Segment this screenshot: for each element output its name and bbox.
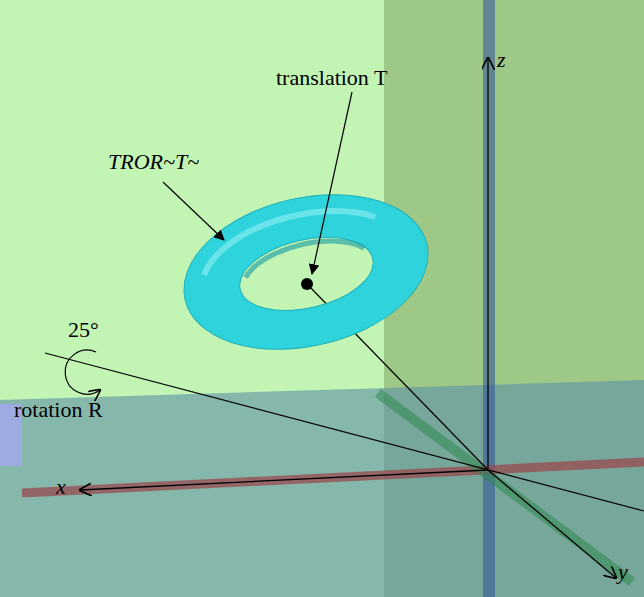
axis-label: y xyxy=(618,560,628,584)
leader-line xyxy=(312,92,352,274)
callout-label: rotation R xyxy=(14,398,103,422)
z-axis-band xyxy=(483,0,495,597)
y-axis-band xyxy=(378,393,632,582)
angle-label: 25° xyxy=(68,318,99,342)
torus xyxy=(169,172,444,372)
axis-label: z xyxy=(497,48,506,72)
callout-label: TROR~T~ xyxy=(108,150,199,174)
rotation-axis xyxy=(45,353,644,511)
x-axis xyxy=(80,470,488,490)
rotation-arrow xyxy=(65,350,100,394)
z-axis xyxy=(487,58,488,470)
xy-plane xyxy=(0,380,644,597)
leader-line xyxy=(163,182,224,240)
x-axis-band xyxy=(22,462,644,493)
axis-label: x xyxy=(56,475,66,499)
callout-label: translation T xyxy=(276,66,387,90)
center-dot xyxy=(301,278,313,290)
